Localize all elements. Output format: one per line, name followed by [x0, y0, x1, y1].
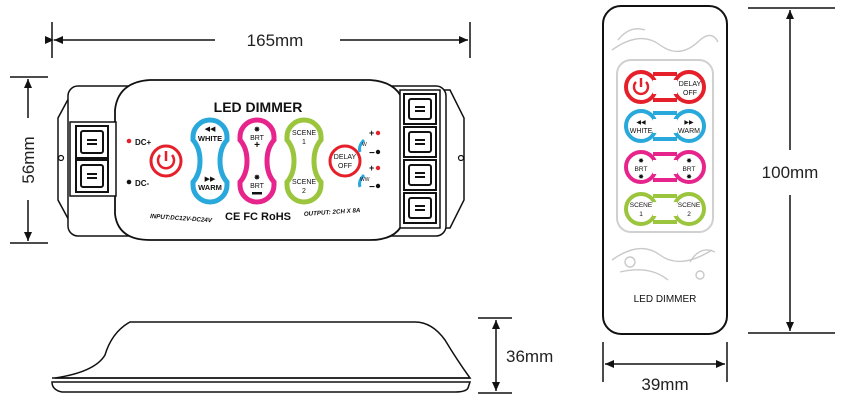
remote-off-label: OFF: [683, 90, 697, 97]
sun-icon: ✸: [638, 157, 644, 165]
remote-label: LED DIMMER: [634, 294, 697, 305]
controller-unit: LED DIMMER DC+ DC- ◀◀ WHITE ▶▶ WARM ✸ BR…: [57, 79, 465, 241]
output-spec: OUTPUT: 2CH X 8A: [304, 207, 361, 218]
controller-white-warm-buttons[interactable]: ◀◀ WHITE ▶▶ WARM: [190, 117, 230, 205]
remote-height-dimension: 100mm: [748, 7, 835, 334]
thickness-dimension: 36mm: [478, 317, 553, 394]
controller-scene-buttons[interactable]: SCENE 1 SCENE 2: [284, 117, 324, 205]
white-label: WHITE: [198, 134, 222, 143]
remote-white-label: WHITE: [630, 128, 653, 135]
remote-width-dimension: 39mm: [602, 342, 728, 394]
remote-scene1-label: SCENE: [630, 202, 653, 209]
remote-height-label: 100mm: [762, 163, 819, 182]
scene2-number: 2: [302, 188, 306, 195]
remote-scene2-number: 2: [687, 211, 691, 218]
remote-scene1-number: 1: [639, 211, 643, 218]
scene1-number: 1: [302, 139, 306, 146]
remote-width-label: 39mm: [641, 375, 688, 394]
plus-icon: ✸: [686, 173, 692, 181]
remote-power-delay-row[interactable]: DELAY OFF: [624, 68, 706, 106]
height-label: 56mm: [19, 136, 38, 183]
sun-icon: ✸: [254, 173, 261, 182]
rewind-icon: ◀◀: [636, 120, 646, 126]
scene1-label: SCENE: [292, 130, 316, 137]
remote-brightness-row[interactable]: ✸ BRT ✸ ✸ BRT ✸: [624, 150, 706, 184]
output1-minus: −: [369, 148, 375, 159]
power-icon: [156, 154, 176, 170]
remote-white-warm-row[interactable]: ◀◀ WHITE ▶▶ WARM: [624, 109, 706, 143]
height-dimension: 56mm: [10, 76, 48, 244]
forward-icon: ▶▶: [205, 176, 216, 183]
output2-ww: WW: [360, 177, 370, 183]
output1-plus: +: [369, 128, 374, 138]
remote-control: DELAY OFF ◀◀ WHITE ▶▶ WARM ✸ BRT ✸ ✸ B: [602, 5, 728, 335]
certification-marks: CE FC RoHS: [225, 211, 291, 223]
remote-brt-up-label: BRT: [683, 166, 696, 173]
off-label: OFF: [338, 163, 352, 170]
dc-plus-label: DC+: [135, 138, 152, 147]
rewind-icon: ◀◀: [205, 126, 216, 133]
brt-up-label: BRT: [250, 135, 265, 142]
plus-icon: +: [254, 140, 260, 151]
forward-icon: ▶▶: [684, 120, 694, 126]
remote-brt-down-label: BRT: [635, 166, 648, 173]
thickness-label: 36mm: [506, 347, 553, 366]
minus-icon: [252, 192, 262, 195]
power-icon: [632, 81, 650, 96]
output2-minus: −: [369, 182, 375, 193]
controller-brightness-buttons[interactable]: ✸ BRT + ✸ BRT: [237, 117, 277, 205]
delay-label: DELAY: [334, 154, 357, 161]
width-dimension: 165mm: [45, 22, 471, 58]
width-label: 165mm: [247, 31, 304, 50]
sun-icon: ✸: [254, 125, 261, 134]
output1-w: W: [362, 142, 367, 148]
remote-scene-row[interactable]: SCENE 1 SCENE 2: [624, 192, 706, 226]
input-terminal-block: [69, 121, 117, 197]
controller-title: LED DIMMER: [214, 99, 303, 115]
minus-icon: ✸: [638, 173, 644, 181]
dc-minus-label: DC-: [135, 179, 150, 188]
brt-down-label: BRT: [250, 183, 265, 190]
side-profile: [51, 321, 472, 393]
input-spec: INPUT:DC12V-DC24V: [150, 213, 213, 224]
scene2-label: SCENE: [292, 179, 316, 186]
warm-label: WARM: [198, 183, 222, 192]
output-markings: + W − + WW −: [358, 128, 381, 193]
controller-power-button[interactable]: [149, 144, 183, 178]
remote-scene2-label: SCENE: [678, 202, 701, 209]
output-terminal-block: [399, 89, 441, 229]
remote-warm-label: WARM: [678, 128, 700, 135]
controller-delay-off-button[interactable]: DELAY OFF: [328, 144, 362, 178]
sun-icon: ✸: [686, 157, 692, 165]
remote-delay-label: DELAY: [679, 81, 702, 88]
decorative-swirl: [611, 28, 719, 281]
output2-plus: +: [369, 163, 374, 173]
